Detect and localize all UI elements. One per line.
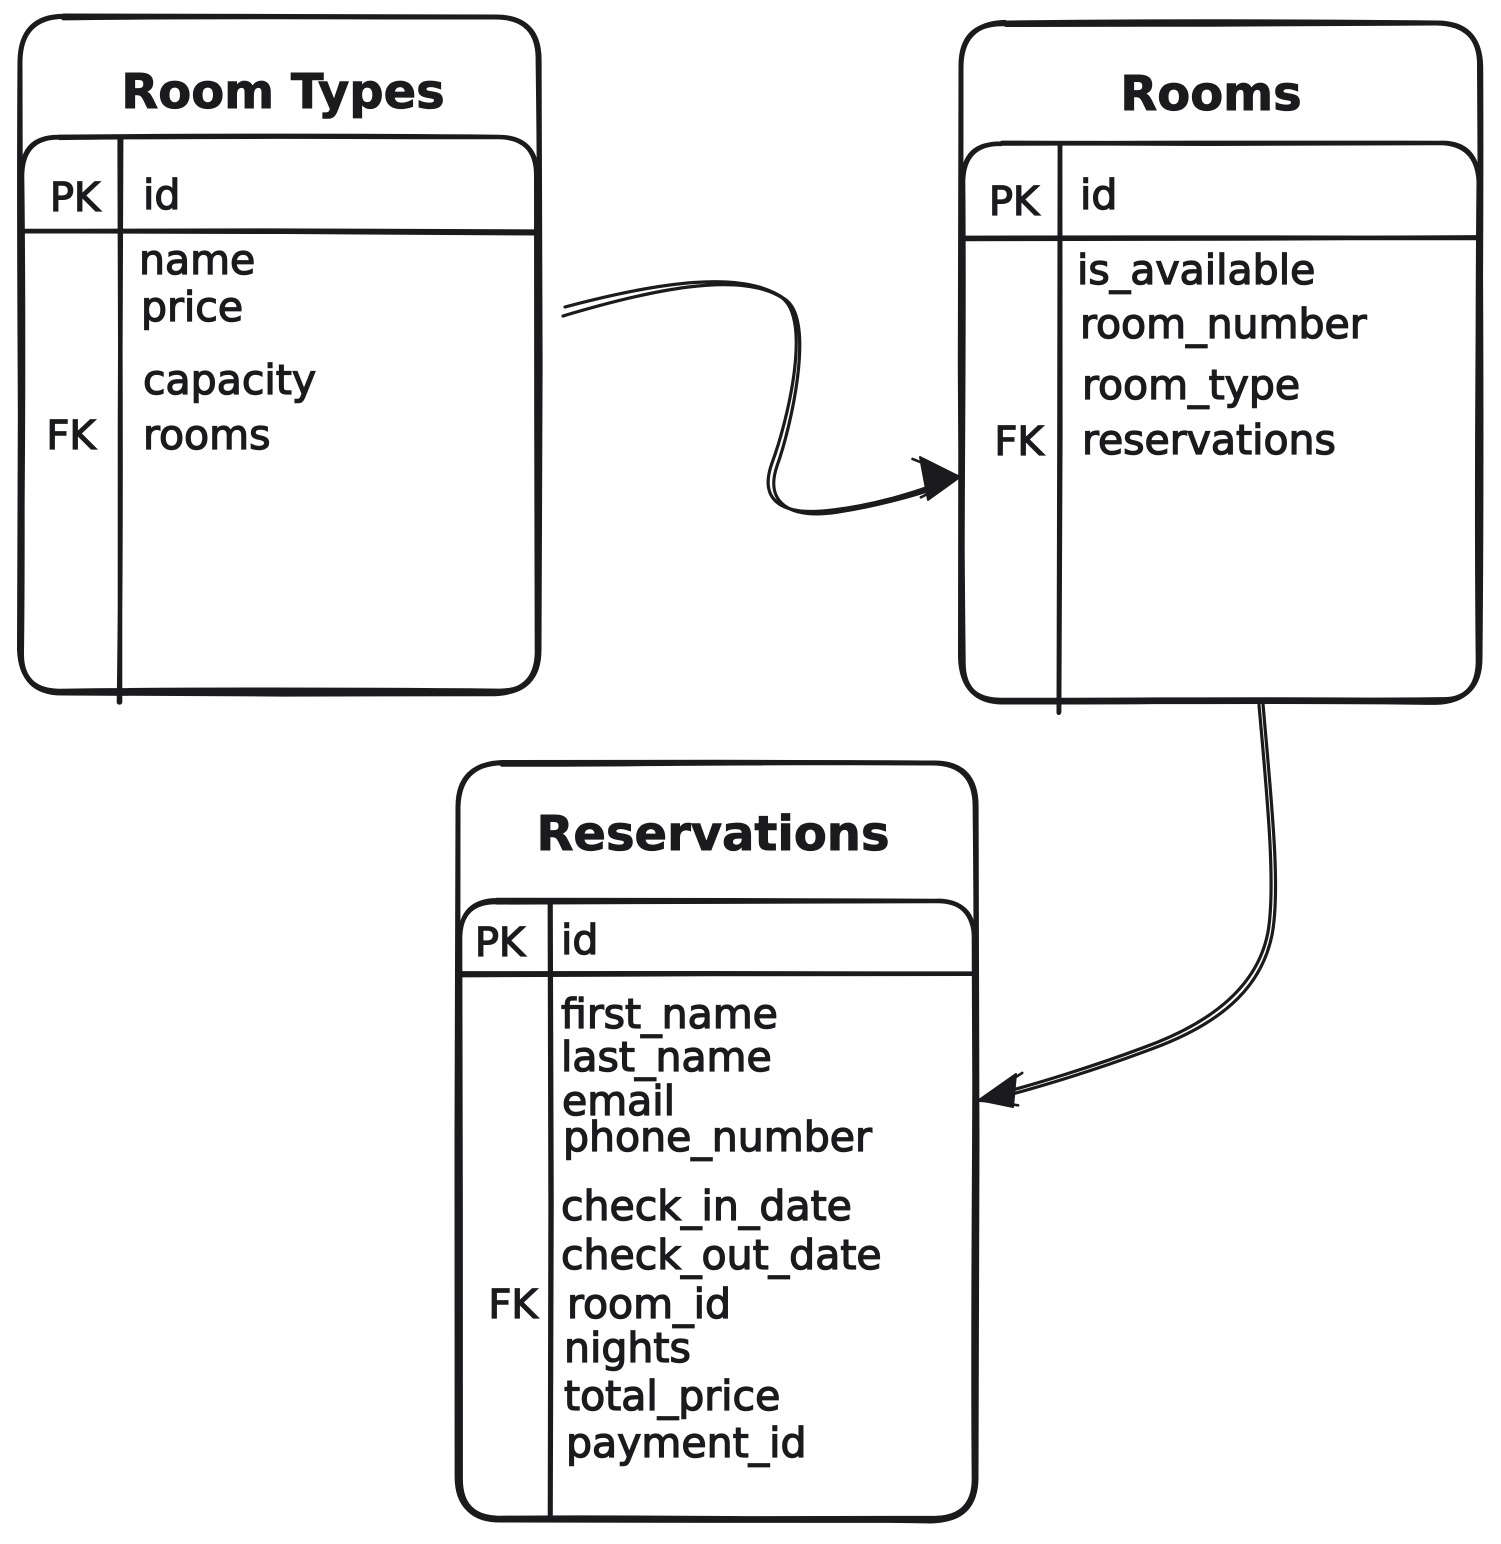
table-room-types-row-field: id: [143, 171, 180, 219]
table-rooms-header-row-divider: [962, 235, 1481, 242]
table-reservations-row-field: check_out_date: [561, 1231, 882, 1279]
table-reservations-header-row-divider: [457, 970, 975, 978]
table-reservations-row-field: first_name: [561, 990, 778, 1038]
table-reservations-inner-border: [456, 897, 978, 1522]
table-room-types-row-key: FK: [46, 413, 97, 459]
table-rooms-row-field: is_available: [1077, 246, 1315, 294]
table-room-types-inner-border: [18, 133, 540, 695]
table-reservations-row-field: id: [561, 916, 598, 964]
table-room-types-row-field: name: [139, 236, 255, 284]
table-room-types-header-row-divider: [19, 228, 540, 236]
table-reservations-row-field: payment_id: [566, 1419, 807, 1467]
table-room-types-row-field: rooms: [143, 411, 270, 459]
table-rooms-inner-border: [959, 140, 1482, 703]
table-reservations-row-key: FK: [488, 1282, 539, 1328]
table-room-types-row-key: PK: [50, 175, 102, 221]
table-rooms-row-field: id: [1080, 171, 1117, 219]
table-rooms-row-key: PK: [989, 179, 1041, 225]
table-reservations-row-field: check_in_date: [561, 1182, 852, 1230]
arrow-rooms-to-reservations-head-lines: [978, 1071, 1024, 1107]
table-reservations-row-field: total_price: [564, 1372, 780, 1420]
table-reservations-column-divider: [547, 899, 554, 1521]
table-reservations: Reservations PK id first_name last_name …: [454, 759, 980, 1524]
table-reservations-row-key: PK: [475, 920, 527, 966]
table-room-types: Room Types PK id name price capacity FK …: [16, 13, 543, 705]
arrow-room-types-to-rooms-head: [919, 456, 961, 501]
table-reservations-title: Reservations: [536, 806, 889, 862]
arrow-room-types-to-rooms: [561, 280, 961, 516]
table-rooms-row-key: FK: [994, 419, 1045, 465]
table-rooms-row-field: room_type: [1082, 361, 1300, 409]
table-reservations-row-field: room_id: [567, 1280, 731, 1328]
table-room-types-row-field: price: [141, 283, 243, 331]
arrow-rooms-to-reservations: [978, 702, 1278, 1108]
table-reservations-row-field: email: [562, 1077, 675, 1125]
table-room-types-column-divider: [116, 136, 124, 705]
table-rooms: Rooms PK id is_available room_number roo…: [957, 19, 1484, 715]
table-rooms-column-divider: [1056, 141, 1063, 715]
arrow-room-types-to-rooms-head-lines: [911, 457, 960, 499]
arrow-rooms-to-reservations-shaft: [984, 702, 1278, 1102]
table-reservations-row-field: phone_number: [563, 1113, 872, 1161]
table-room-types-row-field: capacity: [143, 356, 316, 404]
table-rooms-row-field: room_number: [1080, 300, 1367, 348]
table-room-types-title: Room Types: [121, 64, 444, 120]
table-reservations-row-field: last_name: [561, 1033, 772, 1081]
table-reservations-row-field: nights: [564, 1324, 691, 1372]
arrow-room-types-to-rooms-shaft: [561, 280, 951, 516]
table-rooms-row-field: reservations: [1082, 416, 1336, 464]
table-rooms-title: Rooms: [1120, 66, 1302, 122]
